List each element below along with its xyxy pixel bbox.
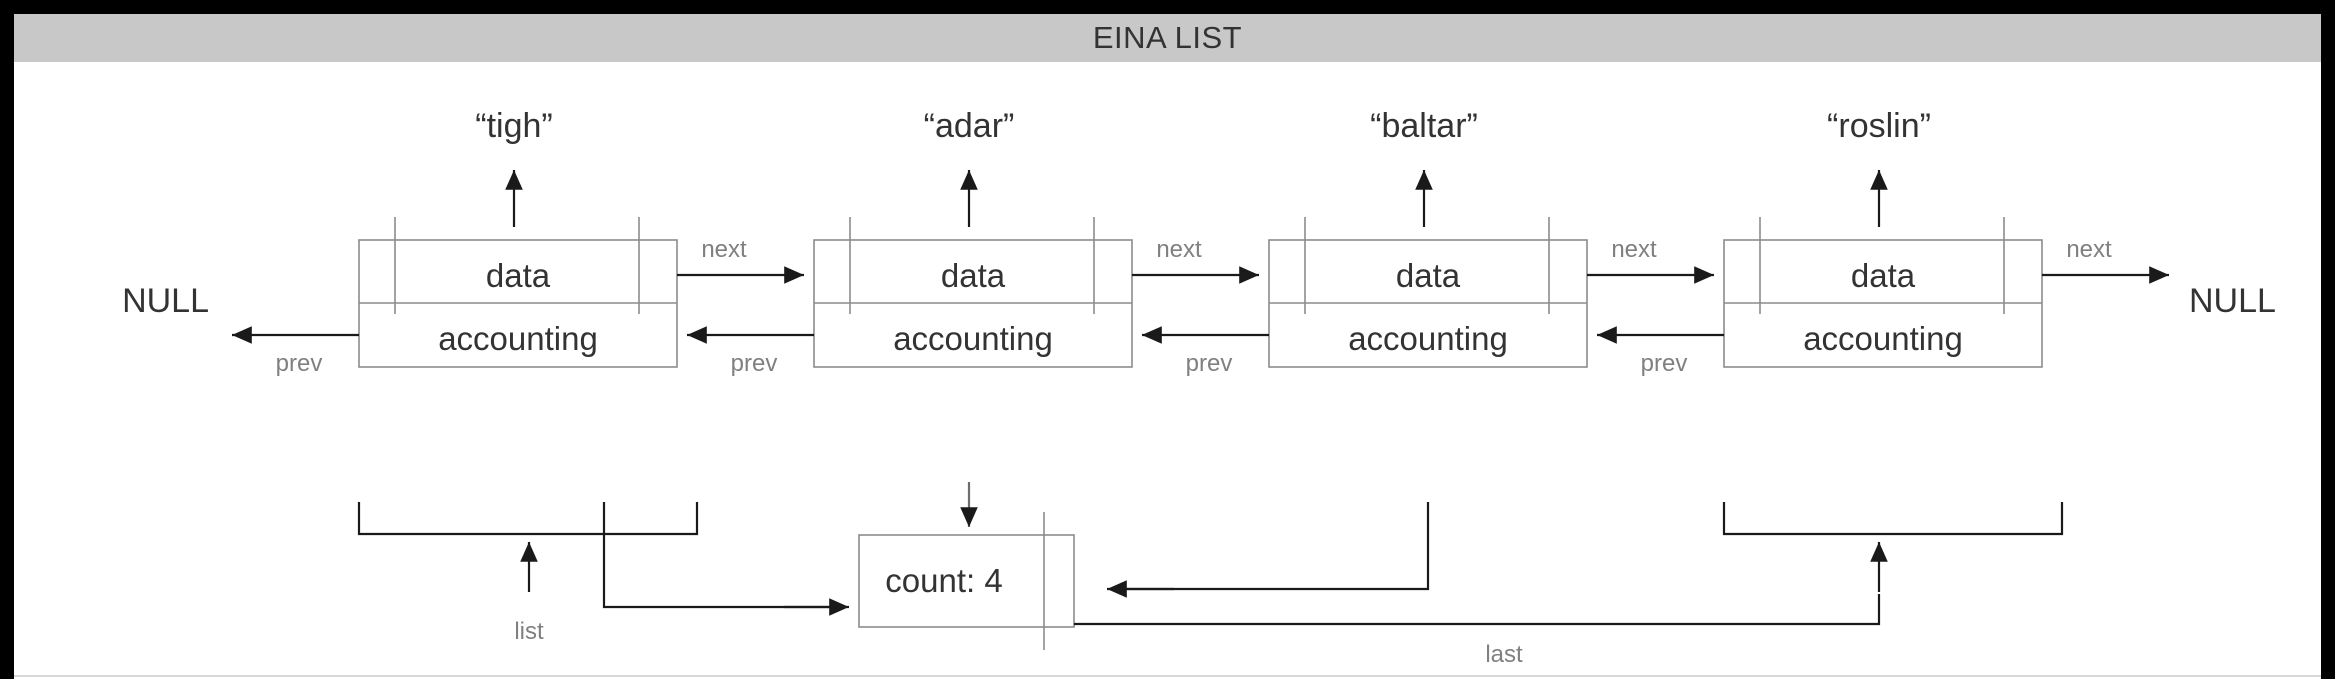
prev-label: prev <box>276 350 323 377</box>
node-data-label: data <box>941 257 1006 294</box>
prev-label: prev <box>1641 350 1688 377</box>
last-label: last <box>1485 641 1523 668</box>
next-pointer-3: next <box>1587 236 1714 284</box>
next-pointer-2: next <box>1132 236 1259 284</box>
prev-label: prev <box>1186 350 1233 377</box>
node-accounting-label: accounting <box>438 320 598 357</box>
window-titlebar: EINA LIST <box>14 14 2321 62</box>
prev-label: prev <box>731 350 778 377</box>
node-data-label: data <box>486 257 551 294</box>
head-pointer-path <box>602 502 846 609</box>
prev-pointer-1-null: prev NULL <box>122 282 359 377</box>
next-label: next <box>1156 236 1202 263</box>
null-terminator-left: NULL <box>122 282 209 320</box>
count-label: count: 4 <box>885 562 1002 599</box>
last-bracket <box>1722 502 2064 536</box>
node-adar[interactable]: “adar” data accounting <box>813 107 1133 368</box>
accounting-box[interactable]: count: 4 <box>858 512 1075 650</box>
node-roslin[interactable]: “roslin” data accounting <box>1723 107 2043 368</box>
node-accounting-label: accounting <box>1803 320 1963 357</box>
node-data-label: data <box>1851 257 1916 294</box>
next-label: next <box>1611 236 1657 263</box>
prev-pointer-4: prev <box>1597 326 1724 377</box>
document-page: EINA LIST “tigh” <box>14 14 2321 679</box>
null-terminator-right: NULL <box>2189 282 2276 320</box>
next-pointer-1: next <box>677 236 804 284</box>
next-label: next <box>701 236 747 263</box>
node-accounting-label: accounting <box>1348 320 1508 357</box>
node-accounting-label: accounting <box>893 320 1053 357</box>
prev-pointer-2: prev <box>687 326 814 377</box>
count-box <box>858 534 1075 628</box>
list-pointer-group: list <box>357 502 699 645</box>
node-tigh[interactable]: “tigh” data accounting <box>358 107 678 368</box>
list-bracket <box>357 502 699 536</box>
linked-list-svg: “tigh” data accounting “adar” <box>14 107 2321 677</box>
node-data-label: data <box>1396 257 1461 294</box>
page-title: EINA LIST <box>1092 20 1243 55</box>
node-baltar[interactable]: “baltar” data accounting <box>1268 107 1588 368</box>
diagram-canvas: “tigh” data accounting “adar” <box>14 62 2321 679</box>
last-pointer-group: last <box>1074 502 2064 668</box>
next-label: next <box>2066 236 2112 263</box>
baltar-to-count-path <box>1114 502 1430 591</box>
node-value-label: “tigh” <box>475 107 552 145</box>
prev-pointer-3: prev <box>1142 326 1269 377</box>
last-path <box>1074 594 1881 626</box>
node-value-label: “adar” <box>924 107 1015 145</box>
node-value-label: “roslin” <box>1827 107 1931 145</box>
list-label: list <box>514 618 544 645</box>
node-value-label: “baltar” <box>1370 107 1478 145</box>
next-pointer-4-null: next NULL <box>2042 236 2276 320</box>
